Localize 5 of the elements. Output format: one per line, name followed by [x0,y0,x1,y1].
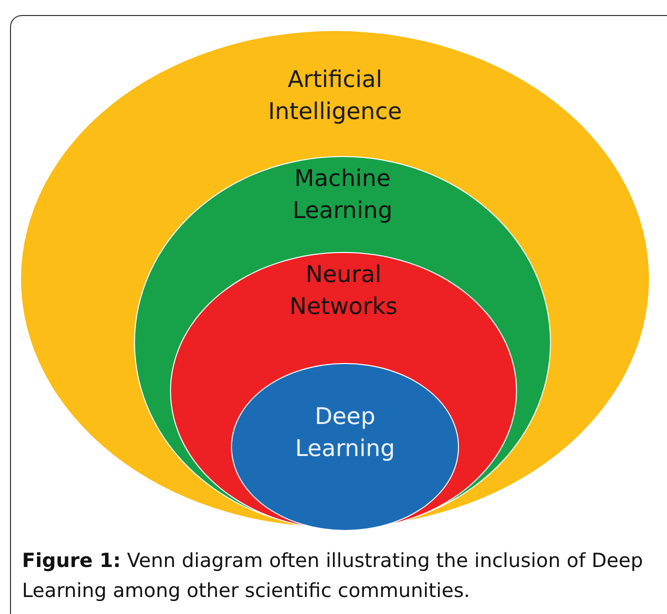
set-label: Machine Learning [292,165,394,226]
figure-caption: Figure 1: Venn diagram often illustrating the inclusion of Deep Learning among other scientific communities. [22,548,644,604]
set-label: Deep Learning [294,403,396,464]
set-label: Artificial Intelligence [267,66,403,127]
set-label: Neural Networks [288,261,398,322]
